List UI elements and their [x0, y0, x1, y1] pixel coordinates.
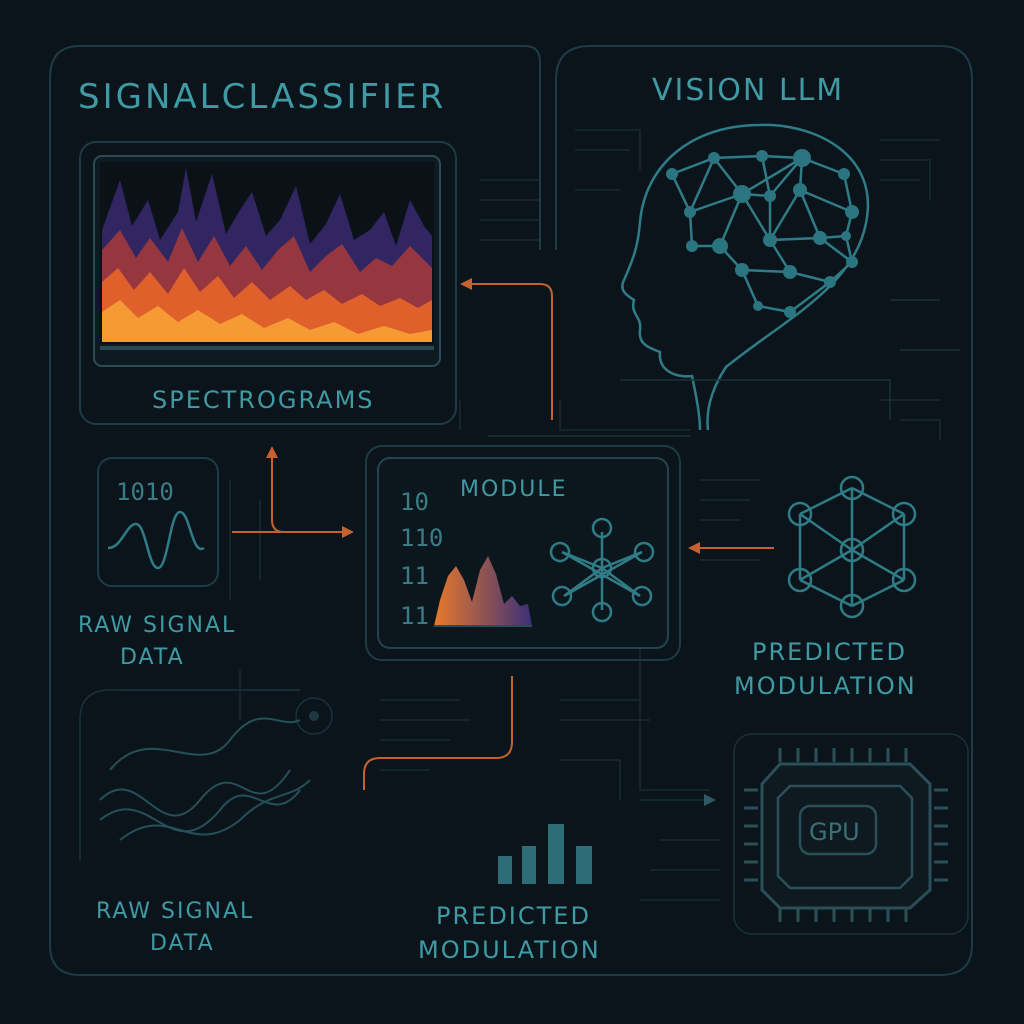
raw-signal-top-label-2: DATA [120, 645, 185, 670]
raw-signal-top-label-1: RAW SIGNAL [78, 613, 236, 638]
to-gpu-arrow [640, 794, 716, 806]
module-title: MODULE [460, 477, 568, 502]
module-panel: MODULE 10 110 11 11 [365, 445, 681, 661]
predicted-bottom-panel: PREDICTED MODULATION [418, 824, 601, 964]
raw-bits-top: 1010 [116, 478, 174, 506]
spectrograms-label: SPECTROGRAMS [152, 386, 375, 414]
raw-signal-bottom-panel: RAW SIGNAL DATA [79, 689, 333, 956]
raw-signal-bottom-label-1: RAW SIGNAL [96, 899, 254, 924]
predicted-right-label-1: PREDICTED [752, 638, 907, 666]
waveform-icon [107, 510, 205, 570]
module-mini-spectrum [434, 556, 532, 626]
spectrograms-panel: SPECTROGRAMS [79, 141, 457, 425]
gpu-label: GPU [809, 818, 860, 846]
vision-title: VISION LLM [652, 73, 844, 108]
spectrogram-plot [102, 168, 432, 342]
bar-chart-icon [498, 824, 592, 884]
vision-to-spectrogram-arrow [460, 278, 553, 420]
predicted-bottom-label-1: PREDICTED [436, 902, 591, 930]
module-to-bottom-arrow [363, 676, 513, 790]
background-traces [120, 129, 941, 901]
raw-to-module-arrow [232, 446, 354, 538]
network-graph-icon [787, 475, 917, 619]
raw-signal-bottom-label-2: DATA [150, 931, 215, 956]
page-title: SIGNALCLASSIFIER [78, 77, 446, 117]
module-bits-4: 11 [400, 602, 429, 630]
left-outer-frame [49, 45, 973, 976]
predicted-bottom-label-2: MODULATION [418, 936, 601, 964]
raw-signal-top-panel: 1010 RAW SIGNAL DATA [78, 457, 236, 670]
tangled-waves-icon [99, 717, 311, 841]
gpu-chip-icon: GPU [733, 733, 969, 935]
predicted-right-panel: PREDICTED MODULATION [734, 475, 917, 700]
predicted-right-label-2: MODULATION [734, 672, 917, 700]
predicted-to-module-arrow [688, 542, 774, 554]
module-tree-icon [549, 517, 655, 623]
module-bits-1: 10 [400, 488, 429, 516]
module-bits-2: 110 [400, 524, 443, 552]
brain-network-icon [620, 123, 960, 431]
module-bits-3: 11 [400, 562, 429, 590]
